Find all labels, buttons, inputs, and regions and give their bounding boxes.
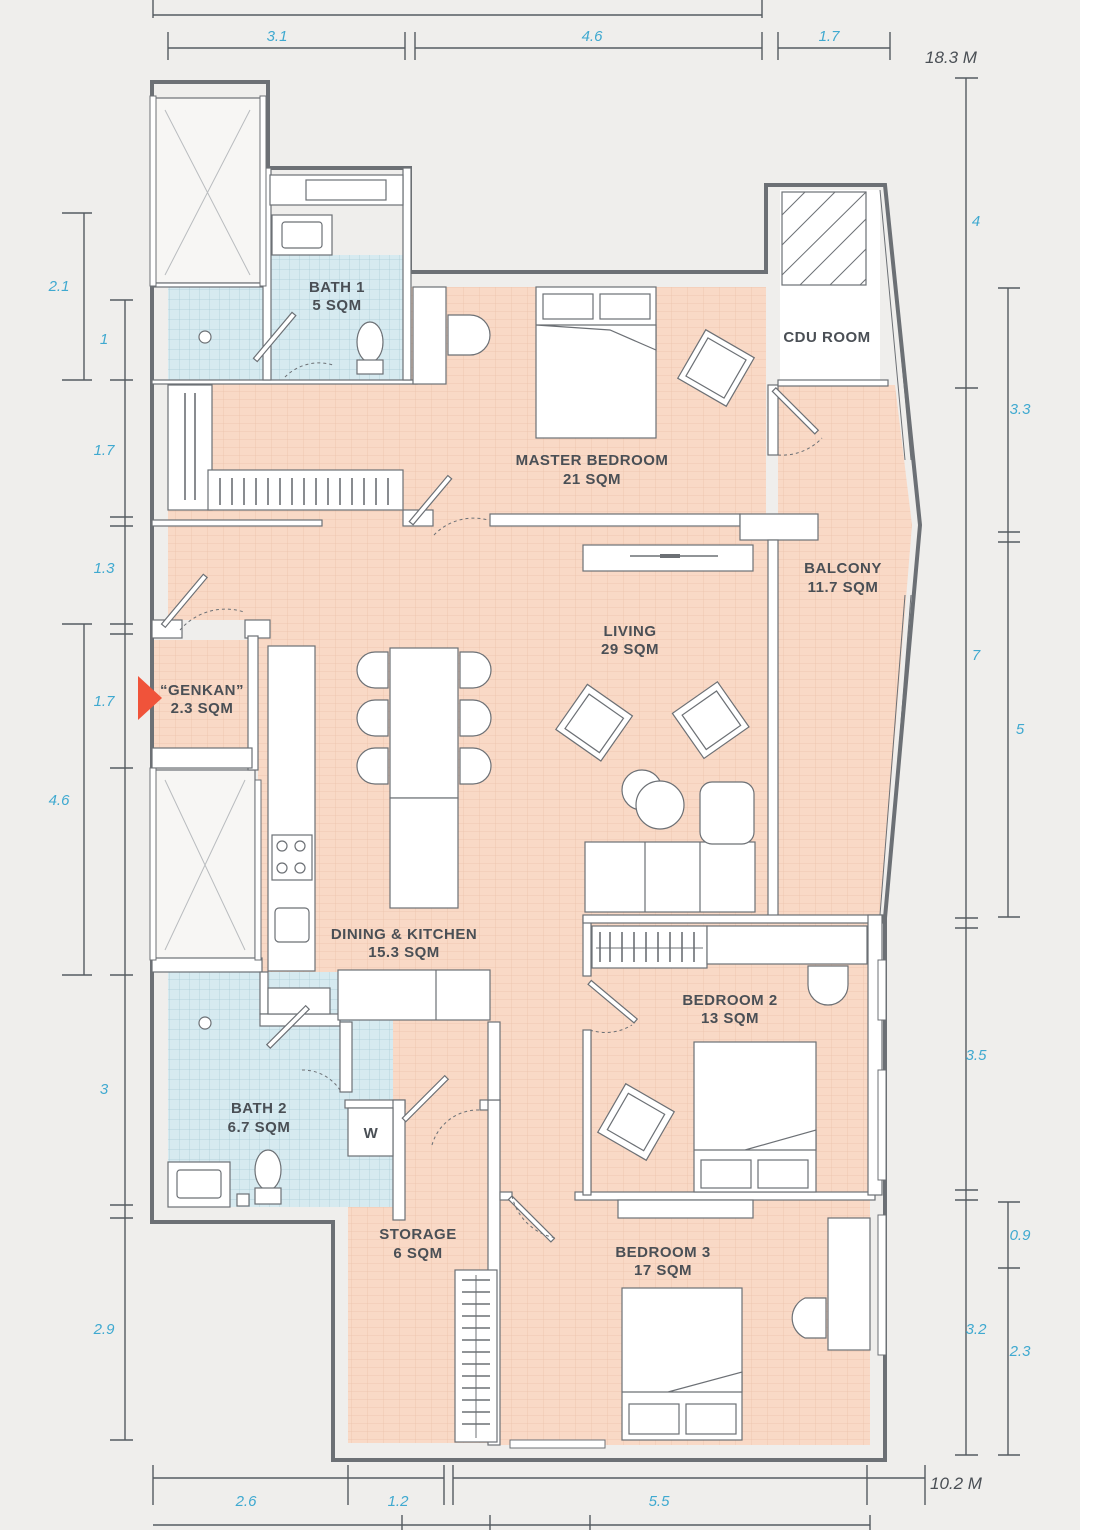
floor-corridor xyxy=(498,920,583,1210)
wardrobe-icon xyxy=(591,925,708,969)
master-area: 21 SQM xyxy=(563,471,621,488)
dim-top-1: 3.1 xyxy=(267,28,288,45)
doors xyxy=(160,311,823,1243)
bath2-name: BATH 2 xyxy=(231,1100,287,1117)
toilet-icon xyxy=(356,321,384,363)
dining-area: 15.3 SQM xyxy=(368,944,440,961)
chair-bedroom3 xyxy=(791,1297,827,1339)
dim-right-inner-4: 2.3 xyxy=(1009,1343,1032,1360)
living-name: LIVING xyxy=(603,623,656,640)
light-well-marks xyxy=(164,109,251,951)
chair-bedroom2 xyxy=(807,965,849,1006)
coffee-table xyxy=(635,780,685,830)
dim-right-outer-2: 7 xyxy=(972,647,981,664)
dim-right-outer-3: 3.5 xyxy=(966,1047,988,1064)
dim-bottom-3: 5.5 xyxy=(649,1493,671,1510)
kitchen-island xyxy=(389,797,459,909)
room-labels: BATH 1 5 SQM MASTER BEDROOM 21 SQM CDU R… xyxy=(160,279,882,1279)
dimension-labels: 3.1 4.6 1.7 18.3 M 4 7 3.5 3.2 3.3 5 0.9… xyxy=(48,28,1032,1510)
dimension-lines xyxy=(62,0,1020,1530)
windows xyxy=(149,95,912,1449)
bedroom3-name: BEDROOM 3 xyxy=(615,1244,710,1261)
bath1-name: BATH 1 xyxy=(309,279,365,296)
total-depth: 10.2 M xyxy=(930,1474,983,1493)
cdu-unit xyxy=(781,191,867,286)
sofa xyxy=(584,841,756,913)
washer-label: W xyxy=(364,1125,379,1142)
genkan-area: 2.3 SQM xyxy=(171,700,234,717)
dining-table xyxy=(389,647,459,799)
balcony-name: BALCONY xyxy=(804,560,882,577)
bedroom2-area: 13 SQM xyxy=(701,1010,759,1027)
dim-bottom-1: 2.6 xyxy=(235,1493,258,1510)
armchair-icon xyxy=(676,328,756,408)
cdu-name: CDU ROOM xyxy=(783,329,870,346)
bedroom3-area: 17 SQM xyxy=(634,1262,692,1279)
balcony-area: 11.7 SQM xyxy=(808,579,879,596)
bedroom2-name: BEDROOM 2 xyxy=(682,992,777,1009)
armchair-icon xyxy=(554,680,750,762)
furniture xyxy=(167,174,871,1443)
internal-walls xyxy=(151,167,889,1446)
wardrobe-icon xyxy=(167,384,213,511)
dim-right-inner-3: 0.9 xyxy=(1010,1227,1032,1244)
washer-box xyxy=(347,1107,394,1157)
shower-icon xyxy=(198,330,212,344)
dim-left-outer-2: 4.6 xyxy=(49,792,71,809)
living-area: 29 SQM xyxy=(601,641,659,658)
dim-left-inner-2: 1.7 xyxy=(94,442,116,459)
dim-left-outer-1: 2.1 xyxy=(48,278,70,295)
dining-name: DINING & KITCHEN xyxy=(331,926,477,943)
dim-left-inner-6: 2.9 xyxy=(93,1321,116,1338)
counter-lower xyxy=(337,969,491,1021)
storage-name: STORAGE xyxy=(379,1226,456,1243)
floor-genkan xyxy=(152,640,252,748)
genkan-name: “GENKAN” xyxy=(160,682,244,699)
stove-icon xyxy=(271,834,313,881)
desk-master xyxy=(412,286,447,385)
master-name: MASTER BEDROOM xyxy=(516,452,669,469)
armchair-icon xyxy=(596,1082,676,1162)
toilet-icon xyxy=(254,1149,282,1191)
dim-top-2: 4.6 xyxy=(582,28,604,45)
dim-right-inner-1: 3.3 xyxy=(1010,401,1032,418)
dim-top-3: 1.7 xyxy=(819,28,841,45)
desk-bedroom3 xyxy=(827,1217,871,1351)
dim-bottom-2: 1.2 xyxy=(388,1493,410,1510)
dim-left-inner-1: 1 xyxy=(100,331,108,348)
chair-master xyxy=(447,314,491,356)
dim-left-inner-4: 1.7 xyxy=(94,693,116,710)
dim-left-inner-3: 1.3 xyxy=(94,560,116,577)
dim-right-inner-2: 5 xyxy=(1016,721,1025,738)
kitchen-sink xyxy=(274,907,310,943)
bath2-area: 6.7 SQM xyxy=(228,1119,291,1136)
storage-area: 6 SQM xyxy=(393,1245,442,1262)
dining-chairs xyxy=(356,651,492,785)
dim-right-outer-4: 3.2 xyxy=(966,1321,988,1338)
dim-left-inner-5: 3 xyxy=(100,1081,109,1098)
dim-right-outer-1: 4 xyxy=(972,213,980,230)
shower-icon xyxy=(198,1016,212,1030)
bath1-area: 5 SQM xyxy=(312,297,361,314)
total-width: 18.3 M xyxy=(925,48,978,67)
entrance-arrow-icon xyxy=(138,676,162,720)
